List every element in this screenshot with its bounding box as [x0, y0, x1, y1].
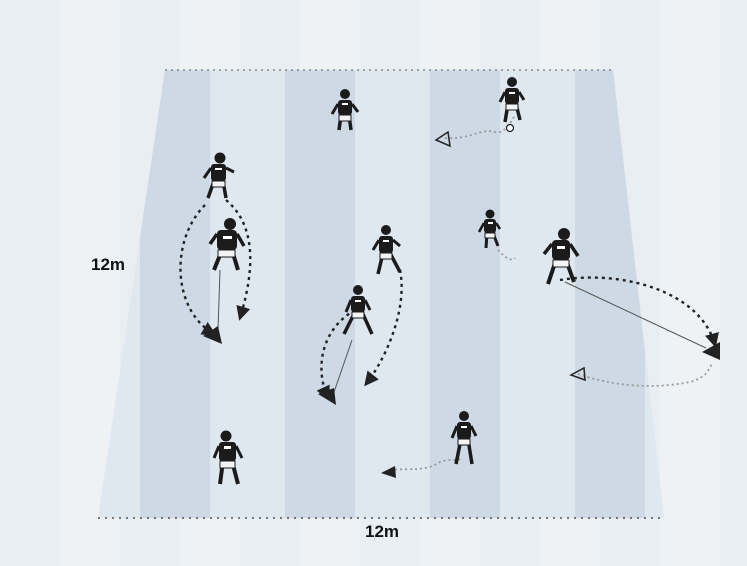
grid-width-label: 12m: [365, 522, 399, 542]
grid-height-label: 12m: [91, 255, 125, 275]
cone-icon: [702, 342, 720, 360]
ball-icon: [507, 125, 514, 132]
pitch-area: [98, 60, 664, 530]
